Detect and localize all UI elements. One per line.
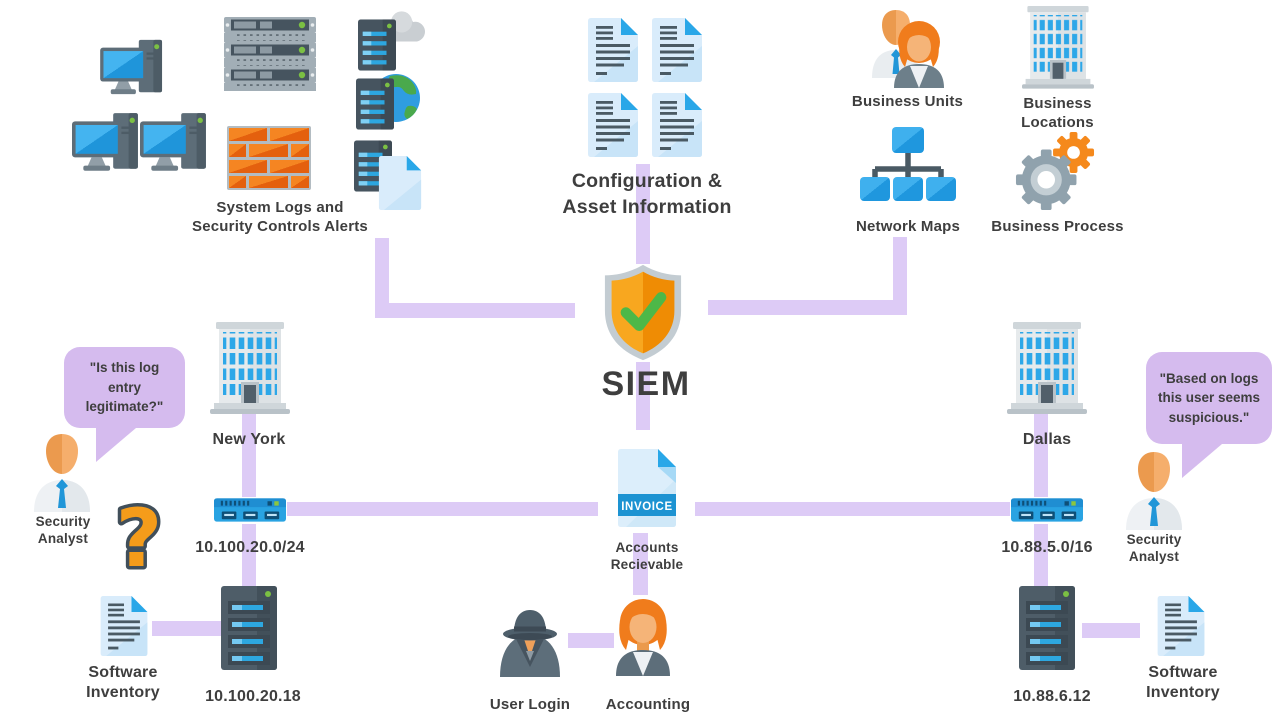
server-globe-icon [352,72,426,134]
server-document-icon [352,138,426,212]
network-maps-label: Network Maps [855,218,961,235]
invoice-document-icon [618,449,676,527]
connector-spy-accounting [568,633,614,648]
connector-invoice-left [287,502,598,516]
user-login-spy-icon [496,593,564,677]
server-cloud-icon [352,5,426,75]
desktop-computer-icon [72,111,142,175]
analyst-right-quote: "Based on logs this user seems suspiciou… [1157,370,1261,425]
server-ip-left-label: 10.100.20.18 [205,688,301,705]
connector-dallas-router [1034,412,1048,497]
connector-syslogs-elbow-h [375,303,575,318]
svg-text:?: ? [116,492,162,582]
connector-server-swinv-right [1082,623,1140,638]
server-icon [356,78,394,130]
business-units-label: Business Units [851,93,964,110]
security-analyst-icon [1124,450,1184,530]
network-maps-icon [860,127,956,211]
connector-swinv-server-left [152,621,222,636]
security-analyst-left-label: Security Analyst [35,514,91,546]
invoice-text: INVOICE [621,501,673,513]
desktop-computer-icon [100,38,166,98]
desktop-computer-icon [140,111,210,175]
business-locations-building-icon [1022,4,1094,89]
accounts-receivable-label: Accounts Recievable [610,540,684,572]
server-rack-icon [224,17,316,91]
speech-bubble-tail [1182,444,1222,478]
connector-invoice-accounting [633,533,648,595]
analyst-left-speech-bubble: "Is this log entry legitimate?" [64,347,185,462]
business-units-people-icon [866,8,948,88]
software-inventory-left-icon [99,596,149,656]
router-right-icon [1011,495,1083,525]
system-logs-label: System Logs and Security Controls Alerts [192,199,368,235]
user-login-label: User Login [489,696,571,713]
accounting-person-icon [612,596,674,676]
software-inventory-right-icon [1156,596,1206,656]
server-ip-right-label: 10.88.6.12 [1013,688,1091,705]
siem-shield-icon [600,263,686,362]
analyst-right-speech-bubble: "Based on logs this user seems suspiciou… [1146,352,1272,478]
security-analyst-icon [32,432,92,512]
analyst-left-quote: "Is this log entry legitimate?" [85,360,164,415]
question-mark-icon: ? [112,490,165,582]
new-york-label: New York [212,431,286,448]
dallas-building-icon [1007,320,1087,414]
router-left-icon [214,495,286,525]
subnet-right-label: 10.88.5.0/16 [1001,539,1093,556]
config-asset-label: Configuration & Asset Information [562,170,732,219]
business-locations-label: Business Locations [1021,95,1094,131]
config-document-icon [652,92,702,158]
connector-netmaps-elbow-h [708,300,907,315]
connector-router-server-right [1034,524,1048,587]
server-tower-left-icon [221,586,277,670]
siem-label: SIEM [601,365,691,403]
connector-router-server-left [242,524,256,587]
document-icon [378,156,422,210]
software-inventory-right-label: Software Inventory [1146,664,1220,701]
connector-syslogs-elbow-v [375,238,389,318]
config-document-icon [588,92,638,158]
connector-ny-router [242,412,256,497]
business-process-gears-icon [1013,131,1097,211]
connector-siem-to-invoice [636,362,650,430]
connector-invoice-right [695,502,1010,516]
accounting-label: Accounting [605,696,691,713]
dallas-label: Dallas [1022,431,1072,448]
connector-netmaps-elbow-v [893,237,907,315]
new-york-building-icon [210,320,290,414]
security-analyst-right-label: Security Analyst [1126,532,1182,564]
speech-bubble-tail [96,428,136,462]
business-process-label: Business Process [991,218,1124,235]
config-document-icon [588,17,638,83]
connector-config-to-siem [636,164,650,264]
server-icon [358,19,396,71]
subnet-left-label: 10.100.20.0/24 [195,539,305,556]
software-inventory-left-label: Software Inventory [86,664,160,701]
config-document-icon [652,17,702,83]
server-tower-right-icon [1019,586,1075,670]
firewall-icon [227,126,311,190]
